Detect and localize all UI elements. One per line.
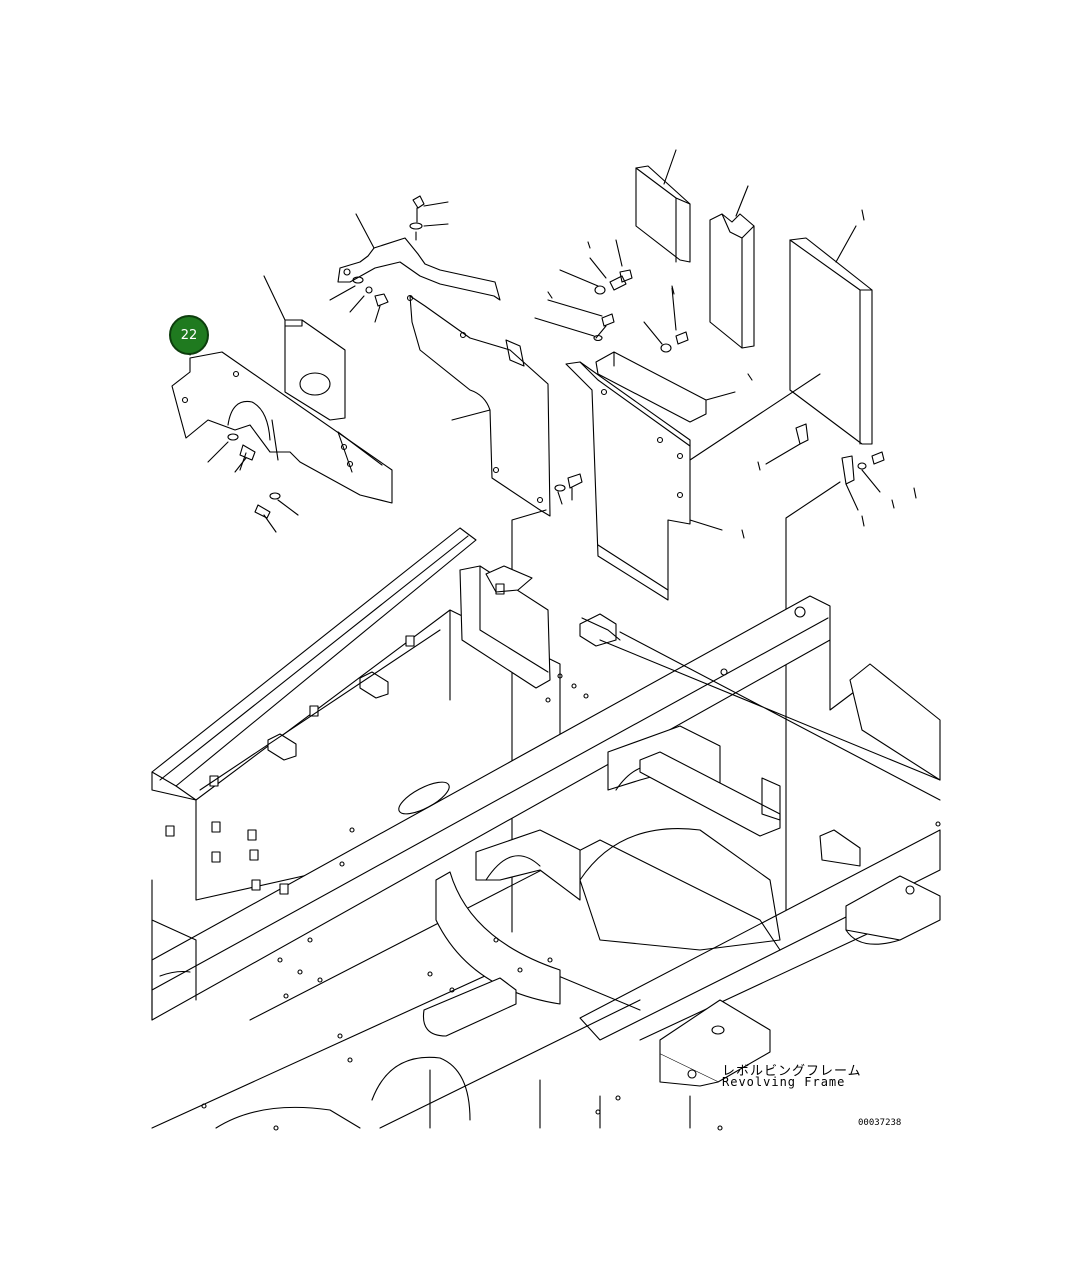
wedge-block	[595, 351, 736, 423]
middle-cover	[406, 294, 551, 517]
foam-pad-large	[789, 225, 873, 445]
leader-ticks	[547, 209, 917, 539]
top-bolt	[409, 195, 449, 241]
left-bolts	[207, 433, 299, 533]
foam-pad-1	[635, 149, 691, 263]
top-bracket	[337, 213, 501, 301]
right-clips	[765, 423, 885, 511]
drawing-code: 00037238	[858, 1118, 902, 1128]
bracket-bolts	[329, 276, 389, 323]
revolving-frame	[151, 527, 941, 1131]
callout-22[interactable]: 22	[169, 315, 209, 355]
right-cover-plate	[565, 361, 723, 601]
rubber-pad	[263, 275, 346, 421]
foam-pad-2	[709, 185, 755, 349]
left-cover-plate	[171, 347, 393, 504]
caption-english: Revolving Frame	[722, 1075, 846, 1089]
caption-japanese: レボルビングフレーム	[722, 1064, 862, 1079]
middle-bolts	[554, 473, 583, 505]
center-bolts	[534, 239, 633, 342]
right-washer-bolt	[643, 287, 689, 353]
